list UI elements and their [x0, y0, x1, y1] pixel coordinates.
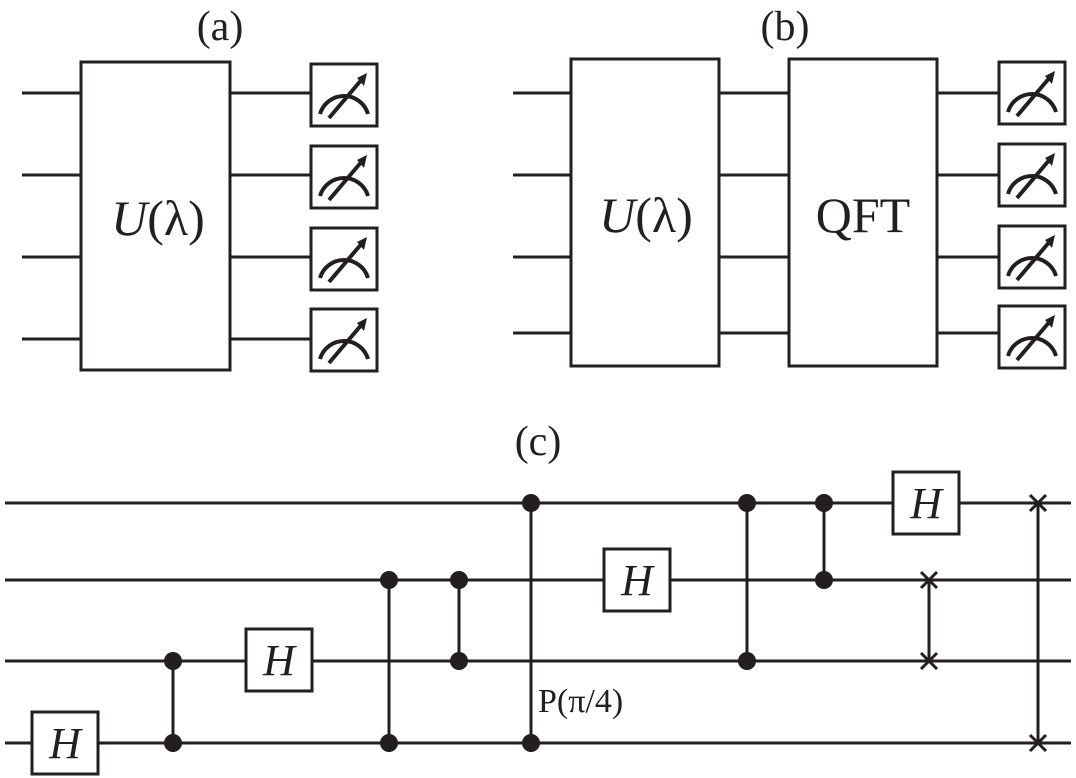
controlled-phase-q1-q4 [522, 494, 540, 752]
controlled-phase-q2-q3 [450, 571, 468, 670]
controlled-phase-q1-q3 [738, 494, 756, 670]
panel-a-label: (a) [197, 4, 244, 50]
panel-b-qft-label: QFT [816, 187, 910, 243]
panel-b: (b) U(λ) QFT [513, 4, 1067, 370]
panel-a-meter-4 [309, 307, 379, 373]
svg-text:H: H [262, 636, 297, 685]
panel-b-output-wires [937, 91, 999, 335]
hadamard-gate-q1: H [891, 470, 961, 536]
panel-a-meter-2 [309, 144, 379, 210]
panel-b-meter-3 [997, 224, 1067, 290]
svg-text:H: H [909, 479, 944, 528]
panel-a-input-wires [22, 91, 81, 341]
panel-b-meter-4 [997, 304, 1067, 370]
panel-b-meter-2 [997, 142, 1067, 208]
panel-b-unitary-label: U(λ) [599, 187, 693, 243]
svg-text:H: H [620, 556, 655, 605]
panel-b-qft-gate [787, 57, 939, 368]
hadamard-gate-q3: H [244, 627, 314, 693]
phase-gate-label: P(π/4) [538, 683, 623, 720]
panel-b-unitary-gate [569, 57, 721, 368]
swap-q1-q4 [1028, 493, 1048, 753]
panel-b-meter-1 [997, 60, 1067, 126]
hadamard-gate-q4: H [30, 710, 100, 776]
svg-text:H: H [48, 719, 83, 768]
panel-b-middle-wires [719, 91, 789, 335]
panel-b-label: (b) [761, 4, 810, 50]
controlled-phase-q3-q4 [164, 652, 182, 752]
panel-a-unitary-label: U(λ) [111, 190, 205, 246]
swap-q2-q3 [919, 570, 939, 671]
controlled-phase-q1-q2 [815, 494, 833, 589]
panel-a-output-wires [230, 91, 311, 341]
hadamard-gate-q2: H [602, 547, 672, 613]
panel-a-meter-3 [309, 226, 379, 292]
panel-c: (c) [5, 419, 1071, 776]
controlled-phase-q2-q4 [380, 571, 398, 752]
panel-c-label: (c) [515, 419, 562, 465]
panel-a-meter-1 [309, 62, 379, 128]
panel-b-input-wires [513, 91, 571, 335]
panel-a-unitary-gate [79, 60, 232, 372]
panel-a: (a) U(λ) [22, 4, 379, 373]
